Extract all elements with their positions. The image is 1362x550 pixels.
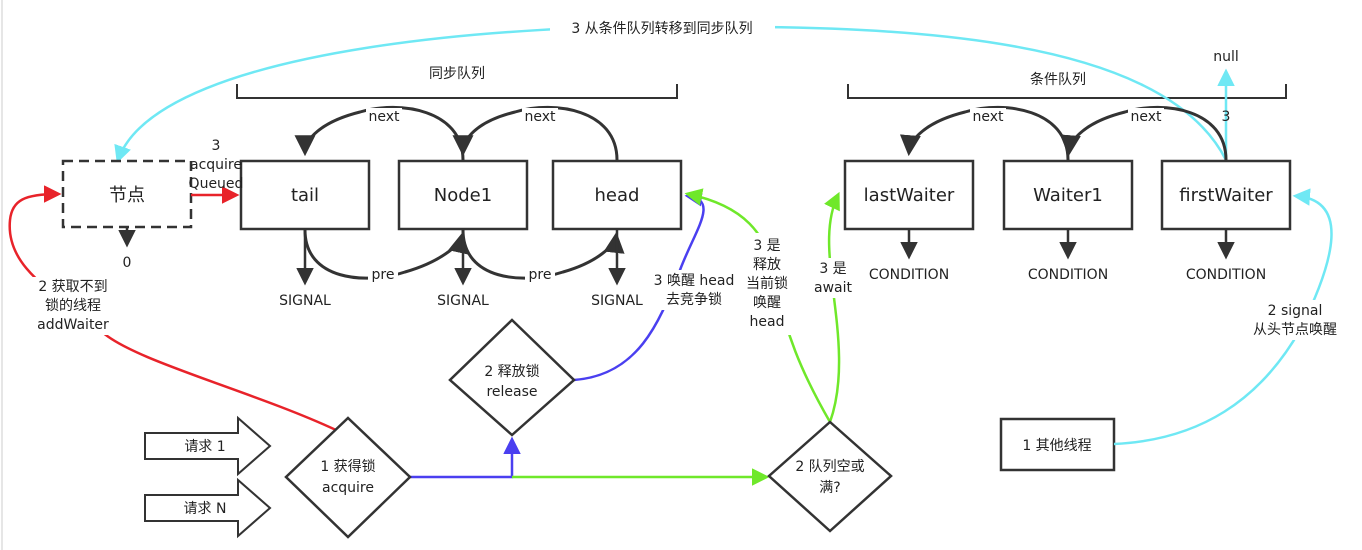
node-tail-label: tail	[291, 185, 319, 206]
next-label-bg-2	[522, 108, 558, 124]
node-head-box: head	[551, 159, 683, 231]
null-label: null	[1213, 49, 1239, 65]
tail-signal-label: SIGNAL	[279, 293, 331, 309]
firstwaiter-condition-label: CONDITION	[1186, 267, 1266, 283]
request-1-arrow: 请求 1	[144, 415, 272, 477]
node-other-thread-box: 1 其他线程	[999, 417, 1116, 472]
transfer-arrow	[114, 25, 1228, 164]
acquire-queued-line-3: Queued	[189, 176, 244, 192]
next-label-bg-1	[366, 108, 402, 124]
condition-queue-bracket	[847, 84, 1287, 99]
signal-line-1: 2 signal	[1268, 303, 1323, 319]
pre-label-bg-2	[525, 266, 555, 282]
release-wake-line-3: 当前锁	[746, 275, 788, 292]
add-waiter-line-1: 2 获取不到	[38, 279, 107, 295]
add-waiter-line-3: addWaiter	[37, 317, 109, 333]
condition-queue-label: 条件队列	[1030, 71, 1086, 88]
zero-label: 0	[123, 255, 132, 271]
node-waiter1-label: Waiter1	[1033, 185, 1103, 206]
node-head-label: head	[595, 185, 640, 206]
acquire-line-1: 1 获得锁	[320, 458, 375, 475]
release-line-1: 2 释放锁	[484, 364, 539, 380]
request-n-arrow: 请求 N	[144, 477, 272, 539]
node-lastwaiter-box: lastWaiter	[843, 159, 975, 231]
next-label-3: next	[972, 109, 1004, 125]
pre-label-1: pre	[372, 267, 395, 283]
await-line-1: 3 是	[819, 261, 846, 277]
release-wake-line-5: head	[750, 314, 785, 330]
transfer-label: 3 从条件队列转移到同步队列	[571, 20, 752, 37]
node-firstwaiter-box: firstWaiter	[1160, 159, 1292, 231]
wake-head-line-2: 去竞争锁	[666, 291, 722, 308]
head-signal-label: SIGNAL	[591, 293, 643, 309]
acquire-diamond: 1 获得锁 acquire	[284, 416, 412, 539]
await-label-bg	[808, 258, 858, 298]
add-waiter-label-bg	[25, 277, 133, 335]
signal-label-bg	[1242, 300, 1350, 340]
acquire-queued-line-1: 3	[212, 138, 221, 154]
node-waiting-box: 节点	[61, 159, 193, 229]
node-tail-box: tail	[239, 159, 371, 231]
node1-signal-label: SIGNAL	[437, 293, 489, 309]
node-firstwaiter-label: firstWaiter	[1179, 185, 1273, 206]
node-waiter1-box: Waiter1	[1002, 159, 1134, 231]
next-label-bg-3	[970, 108, 1006, 124]
node-node1-box: Node1	[397, 159, 529, 231]
release-wake-line-2: 释放	[753, 257, 781, 273]
queue-check-diamond: 2 队列空或 满?	[767, 420, 893, 533]
signal-line-2: 从头节点唤醒	[1253, 321, 1337, 338]
node-lastwaiter-label: lastWaiter	[864, 185, 955, 206]
wake-head-line-1: 3 唤醒 head	[654, 272, 735, 289]
release-wake-line-4: 唤醒	[753, 294, 781, 311]
null-link-number: 3	[1222, 109, 1231, 125]
queue-check-line-2: 满?	[819, 480, 840, 496]
node-node1-label: Node1	[434, 185, 492, 206]
queue-check-line-1: 2 队列空或	[795, 459, 864, 475]
wake-head-label-bg	[648, 270, 740, 310]
release-wake-line-1: 3 是	[753, 238, 780, 254]
next-label-bg-4	[1128, 108, 1164, 124]
sync-queue-label: 同步队列	[429, 66, 485, 82]
acquire-queued-line-2: acquire	[190, 157, 242, 173]
next-label-1: next	[368, 109, 400, 125]
sync-queue-bracket	[236, 84, 678, 99]
await-line-2: await	[814, 280, 852, 296]
lastwaiter-condition-label: CONDITION	[869, 267, 949, 283]
request-1-label: 请求 1	[184, 439, 225, 455]
next-label-4: next	[1130, 109, 1162, 125]
waiter1-condition-label: CONDITION	[1028, 267, 1108, 283]
release-line-2: release	[486, 384, 537, 400]
pre-label-bg-1	[368, 266, 398, 282]
pre-label-2: pre	[529, 267, 552, 283]
transfer-label-bg	[550, 17, 775, 39]
release-diamond: 2 释放锁 release	[448, 318, 576, 437]
request-n-label: 请求 N	[184, 501, 227, 517]
node-other-thread-label: 1 其他线程	[1022, 438, 1091, 454]
acquire-to-release-arrow	[410, 436, 521, 479]
node-waiting-label: 节点	[109, 185, 145, 206]
next-label-2: next	[524, 109, 556, 125]
acquire-line-2: acquire	[322, 480, 374, 496]
await-arrow	[824, 191, 841, 423]
release-wake-label-bg	[740, 233, 796, 335]
add-waiter-line-2: 锁的线程	[45, 298, 101, 314]
